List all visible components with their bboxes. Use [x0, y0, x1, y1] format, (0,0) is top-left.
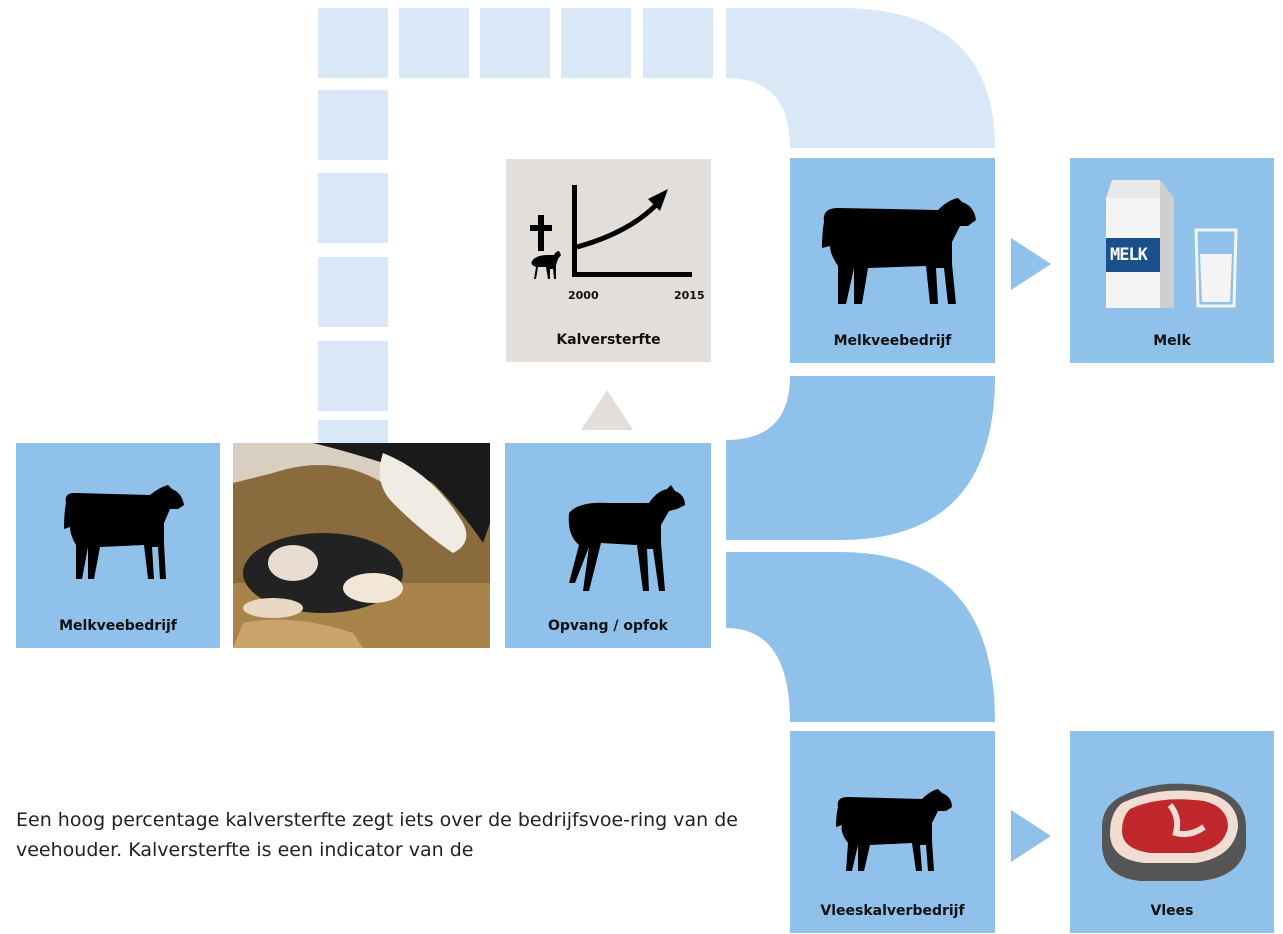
cow-icon — [822, 198, 976, 304]
node-label: Melkveebedrijf — [833, 333, 952, 349]
node-vlees: Vlees — [1070, 731, 1274, 933]
node-melkveebedrijf-left: Melkveebedrijf — [16, 443, 220, 648]
steak-icon — [1102, 783, 1246, 881]
node-label: Melkveebedrijf — [59, 618, 177, 634]
node-kalversterfte: 2000 2015 Kalversterfte — [506, 159, 711, 362]
calf-birth-photo — [233, 443, 490, 648]
calf-icon — [568, 485, 685, 591]
node-label: Opvang / opfok — [547, 618, 668, 634]
growth-chart-icon — [530, 185, 692, 279]
milk-carton-icon — [1106, 180, 1174, 308]
arrow-right-icon — [1011, 238, 1051, 290]
node-opvang-opfok: Opvang / opfok — [505, 443, 711, 648]
node-melk: MELK Melk — [1070, 158, 1274, 363]
arrow-right-icon — [1011, 810, 1051, 862]
node-label: Vlees — [1150, 903, 1194, 919]
year-end-label: 2015 — [674, 289, 705, 302]
arrow-up-icon — [581, 390, 633, 430]
cow-icon — [836, 789, 952, 871]
node-melkveebedrijf-right: Melkveebedrijf — [790, 158, 995, 363]
year-start-label: 2000 — [568, 289, 599, 302]
glass-of-milk-icon — [1194, 228, 1238, 308]
cow-icon — [64, 485, 184, 579]
node-label: Melk — [1153, 333, 1191, 349]
cross-icon — [538, 215, 544, 251]
node-vleeskalverbedrijf: Vleeskalverbedrijf — [790, 731, 995, 933]
carton-label: MELK — [1110, 245, 1148, 265]
node-label: Vleeskalverbedrijf — [820, 903, 965, 919]
body-text: Een hoog percentage kalversterfte zegt i… — [16, 809, 738, 861]
node-label: Kalversterfte — [556, 332, 661, 348]
